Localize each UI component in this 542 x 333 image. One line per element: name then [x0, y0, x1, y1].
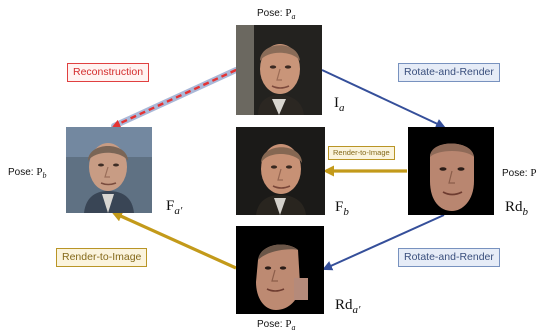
render-image-rdb [408, 127, 494, 215]
symbol-rdb: Rdb [505, 199, 529, 218]
face-image-fb [236, 127, 325, 215]
render-image-rda-prime [236, 226, 324, 314]
symbol-fb: Fb [335, 199, 349, 218]
rotate-and-render-label-bottom: Rotate-and-Render [398, 248, 500, 267]
input-face-image-ia [236, 25, 322, 115]
pose-label-right: Pose: P [502, 167, 537, 179]
rotate-and-render-label-top: Rotate-and-Render [398, 63, 500, 82]
symbol-ia: Ia [334, 95, 345, 114]
render-to-image-label: Render-to-Image [56, 248, 148, 267]
pose-label-left: Pose: Pb [8, 166, 47, 180]
reconstruction-arrow [111, 63, 244, 129]
render-arrow-bottom [111, 211, 237, 270]
face-image-fa-prime [66, 127, 152, 213]
symbol-fa-prime: Fa′ [166, 198, 183, 217]
rotate-arrow-bottom [322, 214, 445, 271]
render-to-image-label-small: Render-to-Image [328, 146, 395, 160]
rotate-arrow-top [321, 69, 446, 129]
pose-label-top: Pose: Pa [257, 7, 296, 21]
reconstruction-label: Reconstruction [67, 63, 150, 82]
symbol-rda-prime: Rda′ [335, 297, 361, 316]
pose-label-bottom: Pose: Pa [257, 318, 296, 332]
